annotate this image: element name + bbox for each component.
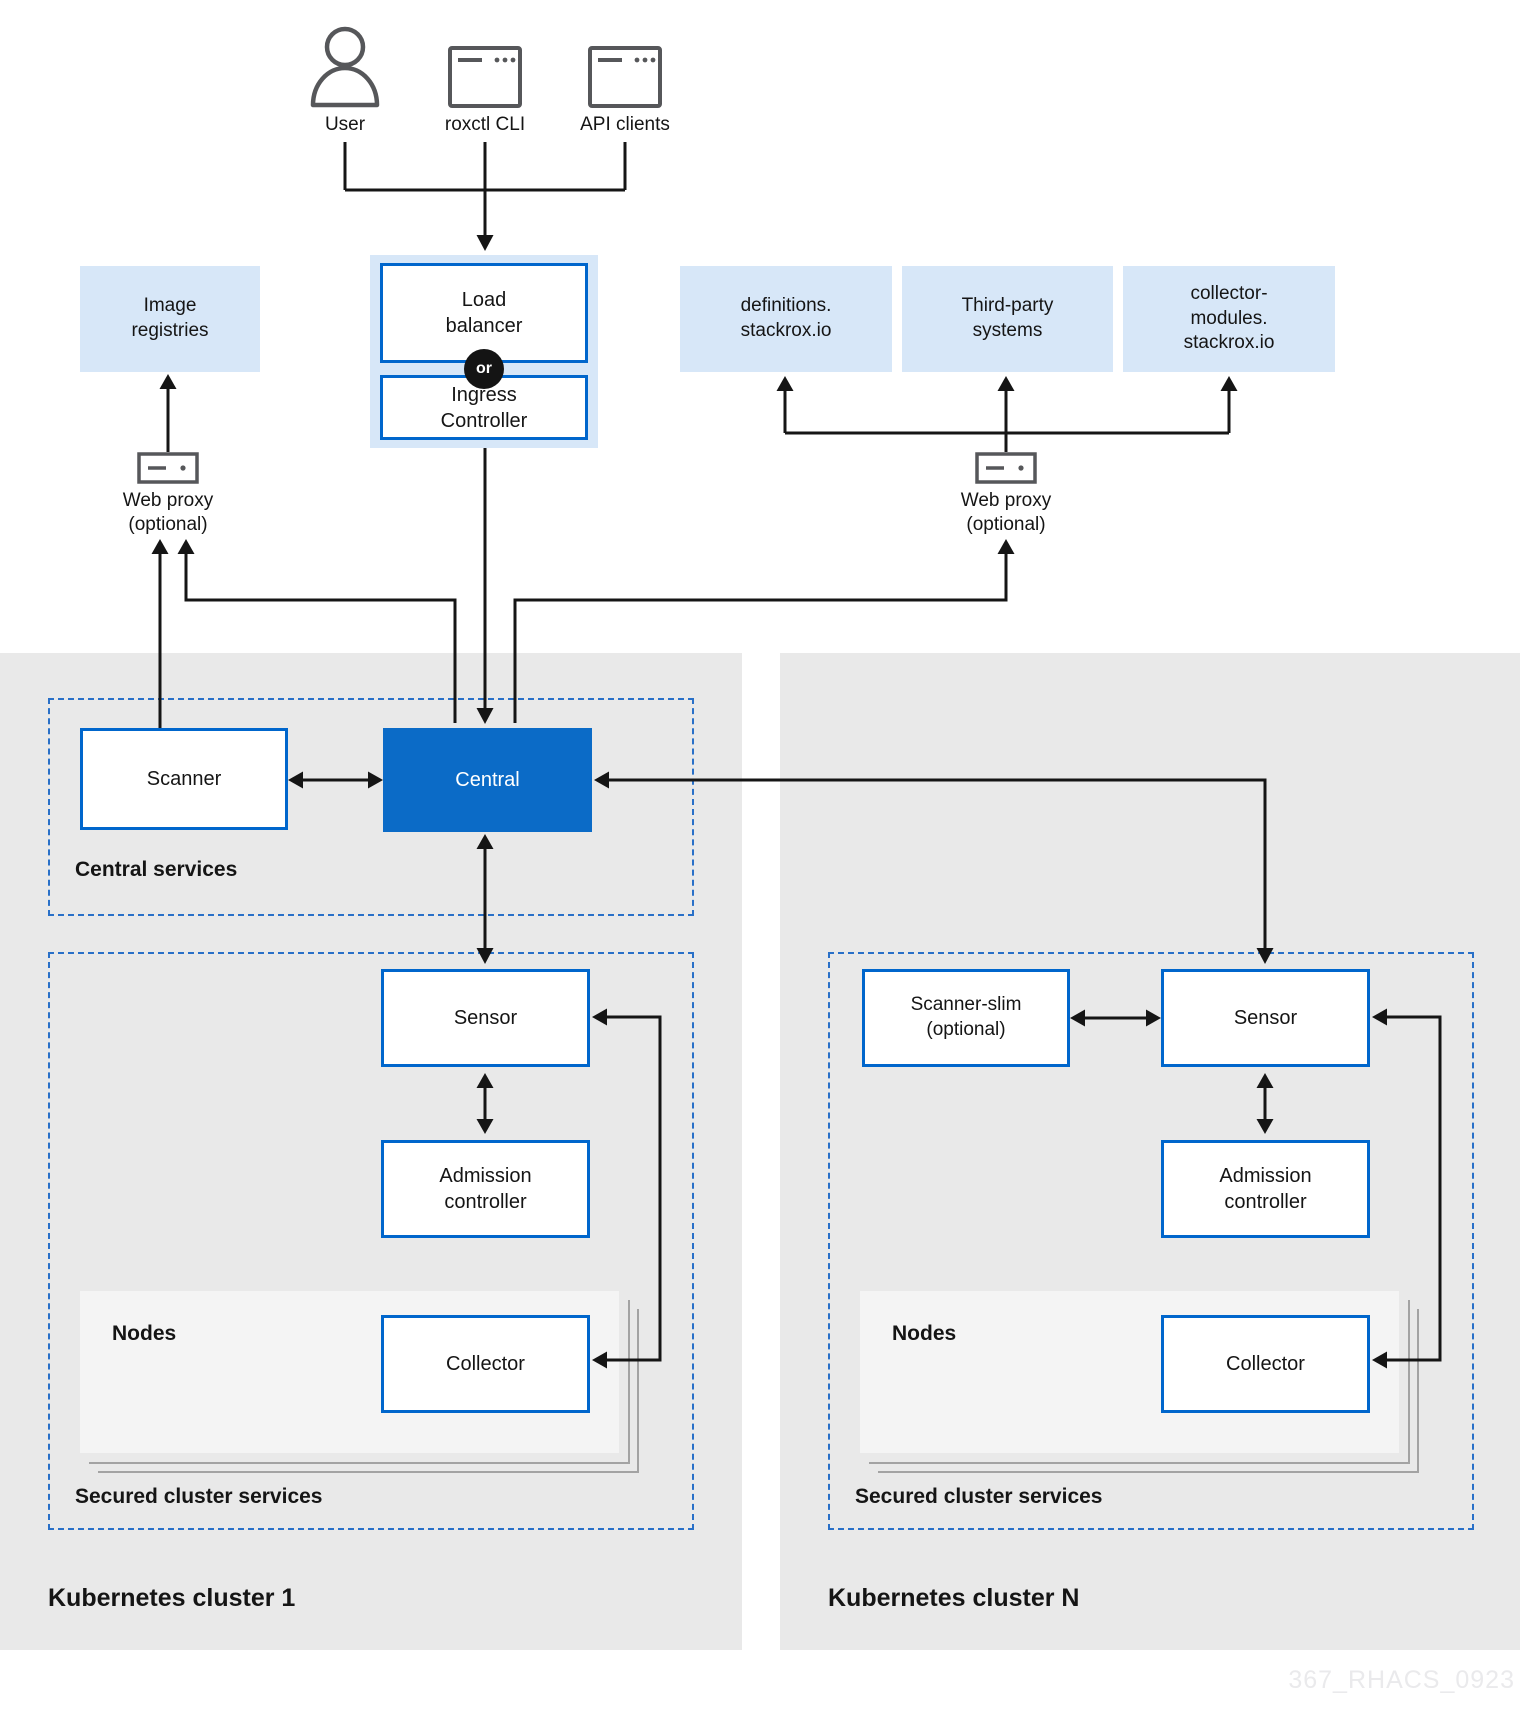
collector-modules-box: collector- modules. stackrox.io bbox=[1123, 266, 1335, 372]
clusterN-admission-controller-box: Admission controller bbox=[1161, 1140, 1370, 1238]
roxctl-cli-label: roxctl CLI bbox=[444, 114, 526, 135]
load-balancer-box: Load balancer bbox=[380, 263, 588, 363]
third-party-systems-box: Third-party systems bbox=[902, 266, 1113, 372]
clusterN-nodes-stack-line-2 bbox=[878, 1309, 1419, 1473]
clusterN-sensor-box: Sensor bbox=[1161, 969, 1370, 1067]
terminal-window-icon-api bbox=[588, 46, 662, 108]
cluster1-admission-controller-box: Admission controller bbox=[381, 1140, 590, 1238]
user-icon bbox=[310, 26, 380, 108]
cluster1-secured-services-label: Secured cluster services bbox=[75, 1485, 323, 1508]
secured-cluster1-boundary bbox=[48, 952, 694, 1530]
web-proxy-left-icon bbox=[137, 452, 199, 484]
user-label: User bbox=[324, 114, 366, 135]
cluster1-collector-box: Collector bbox=[381, 1315, 590, 1413]
web-proxy-right-label: Web proxy (optional) bbox=[960, 490, 1052, 535]
api-clients-label: API clients bbox=[580, 114, 670, 135]
cluster1-nodes-label: Nodes bbox=[112, 1322, 177, 1345]
central-box: Central bbox=[383, 728, 592, 832]
definitions-stackrox-box: definitions. stackrox.io bbox=[680, 266, 892, 372]
clusterN-secured-services-label: Secured cluster services bbox=[855, 1485, 1103, 1508]
clusterN-collector-box: Collector bbox=[1161, 1315, 1370, 1413]
clusterN-nodes-label: Nodes bbox=[892, 1322, 957, 1345]
scanner-box: Scanner bbox=[80, 728, 288, 830]
cluster1-title: Kubernetes cluster 1 bbox=[48, 1584, 296, 1612]
cluster1-nodes-stack-line-2 bbox=[98, 1309, 639, 1473]
image-registries-box: Image registries bbox=[80, 266, 260, 372]
secured-clusterN-boundary bbox=[828, 952, 1474, 1530]
web-proxy-left-label: Web proxy (optional) bbox=[122, 490, 214, 535]
clusterN-title: Kubernetes cluster N bbox=[828, 1584, 1080, 1612]
terminal-window-icon-roxctl bbox=[448, 46, 522, 108]
clusterN-scanner-slim-box: Scanner-slim (optional) bbox=[862, 969, 1070, 1067]
watermark-text: 367_RHACS_0923 bbox=[1288, 1666, 1515, 1694]
clusterN-nodes-stack-line-1 bbox=[869, 1300, 1410, 1464]
or-badge: or bbox=[464, 349, 504, 389]
cluster1-sensor-box: Sensor bbox=[381, 969, 590, 1067]
web-proxy-right-icon bbox=[975, 452, 1037, 484]
central-services-label: Central services bbox=[75, 858, 238, 881]
cluster1-nodes-stack-line-1 bbox=[89, 1300, 630, 1464]
